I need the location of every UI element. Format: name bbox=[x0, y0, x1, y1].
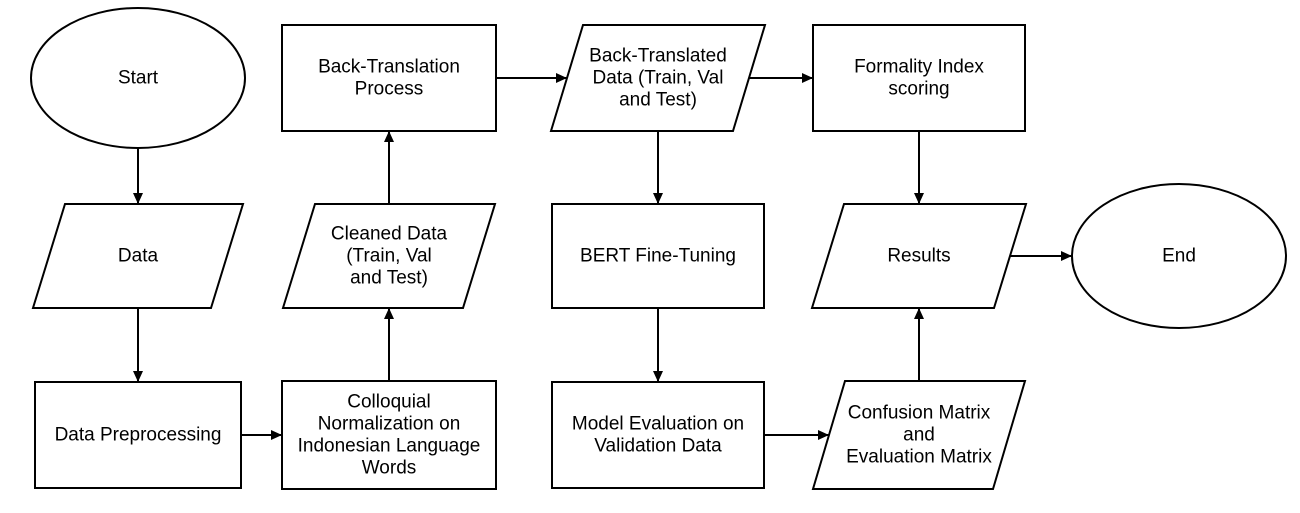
node-label-line: and Test) bbox=[619, 90, 697, 111]
node-label-line: Colloquial bbox=[347, 392, 430, 413]
node-label-line: Confusion Matrix bbox=[848, 403, 991, 424]
node-label-line: and bbox=[903, 425, 935, 446]
data-shape bbox=[281, 203, 497, 309]
node-label-line: Process bbox=[355, 79, 424, 100]
node-label-line: Back-Translated bbox=[589, 46, 727, 67]
node-data-preprocessing: Data Preprocessing bbox=[34, 381, 242, 489]
node-label-line: Words bbox=[362, 458, 417, 479]
connectors bbox=[133, 73, 1072, 440]
node-label-line: Start bbox=[118, 68, 159, 89]
node-label-line: Indonesian Language bbox=[298, 436, 481, 457]
node-label-line: Evaluation Matrix bbox=[846, 447, 992, 468]
node-label-line: Data (Train, Val bbox=[593, 68, 724, 89]
process-shape bbox=[281, 24, 497, 132]
node-label-line: Back-Translation bbox=[318, 57, 460, 78]
node-label-line: Model Evaluation on bbox=[572, 414, 744, 435]
data-shape bbox=[811, 380, 1027, 490]
process-shape bbox=[551, 381, 765, 489]
process-shape bbox=[551, 203, 765, 309]
node-label-line: Normalization on bbox=[318, 414, 461, 435]
data-shape bbox=[549, 24, 767, 132]
node-label-line: Data bbox=[118, 246, 159, 267]
node-label-line: Data Preprocessing bbox=[55, 425, 222, 446]
terminator-shape bbox=[1071, 183, 1287, 329]
data-shape bbox=[31, 203, 245, 309]
node-label-line: Cleaned Data bbox=[331, 224, 448, 245]
node-label-line: Formality Index bbox=[854, 57, 984, 78]
node-bert-fine-tuning: BERT Fine-Tuning bbox=[551, 203, 765, 309]
data-shape bbox=[810, 203, 1028, 309]
node-label-line: End bbox=[1162, 246, 1196, 267]
node-results: Results bbox=[810, 203, 1028, 309]
node-end: End bbox=[1071, 183, 1287, 329]
process-shape bbox=[812, 24, 1026, 132]
node-label-line: Results bbox=[887, 246, 950, 267]
process-shape bbox=[281, 380, 497, 490]
node-label-line: (Train, Val bbox=[346, 246, 432, 267]
node-label-line: BERT Fine-Tuning bbox=[580, 246, 736, 267]
terminator-shape bbox=[30, 7, 246, 149]
node-label-line: scoring bbox=[888, 79, 949, 100]
node-data: Data bbox=[31, 203, 245, 309]
node-label-line: Validation Data bbox=[594, 436, 722, 457]
node-label-line: and Test) bbox=[350, 268, 428, 289]
process-shape bbox=[34, 381, 242, 489]
node-start: Start bbox=[30, 7, 246, 149]
